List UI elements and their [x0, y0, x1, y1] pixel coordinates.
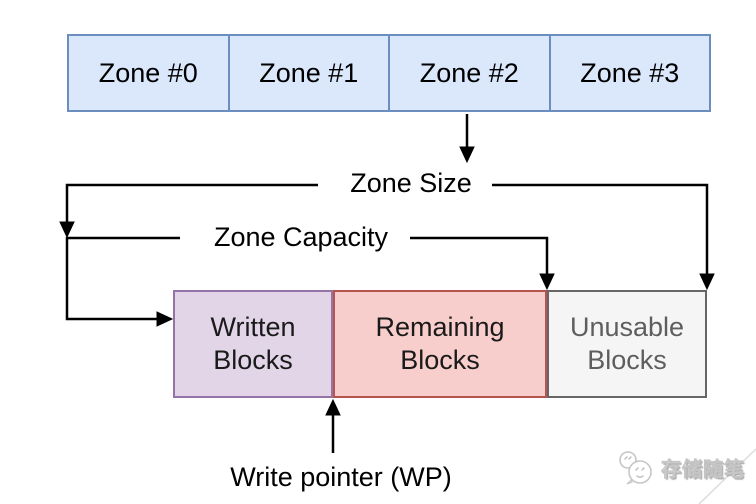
written-blocks-label-line1: Written: [210, 312, 296, 342]
zone-capacity-right-arrow: [410, 236, 555, 291]
zone-cell-2: Zone #2: [390, 36, 551, 110]
unusable-blocks-box: Unusable Blocks: [547, 290, 707, 398]
zone-size-right-arrow: [492, 183, 715, 291]
write-pointer-arrow: [325, 398, 341, 453]
unusable-blocks-label-line2: Blocks: [587, 345, 667, 375]
zone-size-label: Zone Size: [321, 168, 501, 199]
watermark-text: 存储随笔: [661, 458, 745, 481]
remaining-blocks-label-line2: Blocks: [400, 345, 480, 375]
remaining-blocks-box: Remaining Blocks: [333, 290, 547, 398]
zone-capacity-left-arrow: [65, 236, 180, 327]
zone2-down-arrow: [459, 114, 475, 164]
written-blocks-box: Written Blocks: [173, 290, 333, 398]
chat-bubbles-icon: [619, 451, 652, 485]
zone-cell-0: Zone #0: [69, 36, 230, 110]
zone-cell-3: Zone #3: [580, 57, 680, 88]
remaining-blocks-label-line1: Remaining: [375, 312, 505, 342]
zone-row: Zone #0 Zone #1 Zone #2 Zone #3: [67, 34, 711, 112]
written-blocks-label-line2: Blocks: [213, 345, 293, 375]
zone-capacity-label: Zone Capacity: [182, 222, 420, 253]
unusable-blocks-label-line1: Unusable: [569, 312, 685, 342]
watermark: 存储随笔: [616, 447, 745, 487]
write-pointer-label: Write pointer (WP): [230, 462, 452, 492]
zone-cell-1: Zone #1: [230, 36, 390, 110]
